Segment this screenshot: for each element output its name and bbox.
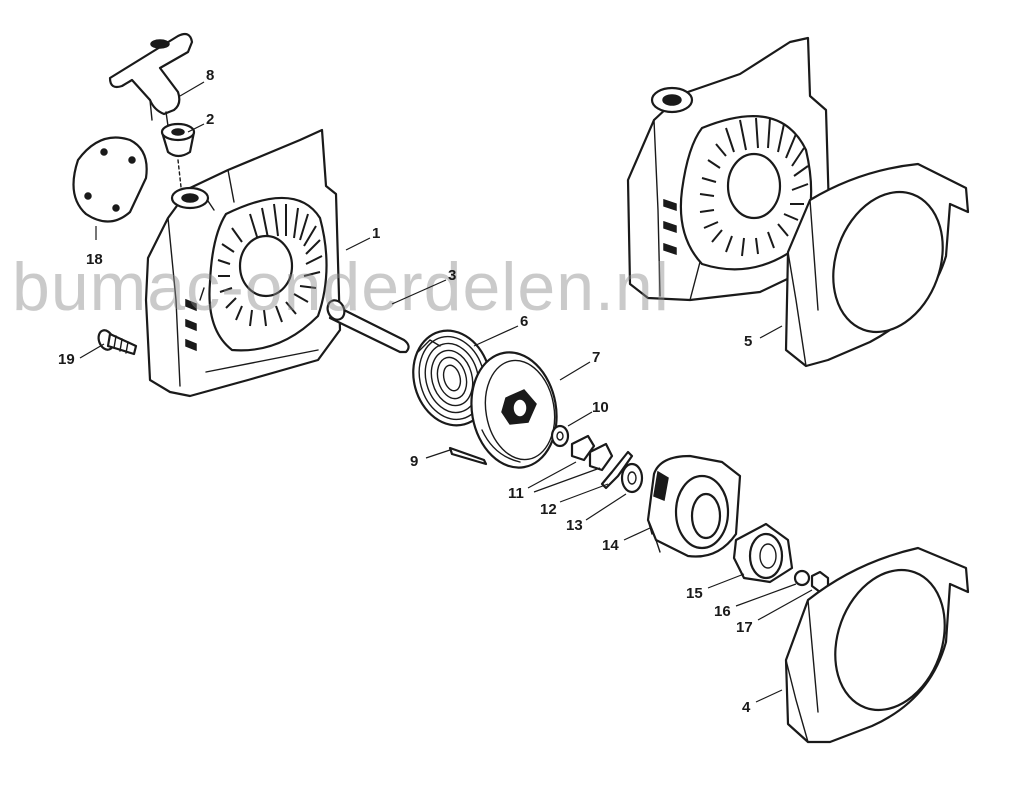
callout-11: 11 <box>508 485 524 502</box>
callout-15: 15 <box>686 585 703 602</box>
callout-5: 5 <box>744 333 752 350</box>
rope-rotor-drawing <box>470 351 558 469</box>
callout-16: 16 <box>714 603 731 620</box>
fan-housing-drawing <box>144 128 342 398</box>
callout-17: 17 <box>736 619 753 636</box>
rope-guide-drawing <box>160 122 196 158</box>
starter-grip-drawing <box>108 32 194 127</box>
leader-lines <box>79 81 813 703</box>
callout-18: 18 <box>86 251 103 268</box>
callout-7: 7 <box>592 349 600 366</box>
callout-19: 19 <box>58 351 75 368</box>
watermark-text: bumac-onderdelen.nl <box>12 249 670 325</box>
callout-13: 13 <box>566 517 583 534</box>
callout-8: 8 <box>206 67 214 84</box>
callout-14: 14 <box>602 537 619 554</box>
starter-cup-drawing <box>646 454 742 558</box>
spring-end-drawing <box>448 446 488 466</box>
hub-drawing <box>732 522 794 584</box>
spring-clip-drawing <box>600 450 634 490</box>
thrust-washer-drawing <box>620 462 644 494</box>
callouts: 8 2 18 1 3 6 7 10 9 11 12 13 14 15 16 17… <box>58 67 753 716</box>
callout-2: 2 <box>206 111 214 128</box>
shaft-pin-drawing <box>326 299 410 354</box>
cover-plate-drawing <box>72 136 148 223</box>
callout-12: 12 <box>540 501 557 518</box>
fan-housing-alt-drawing <box>626 36 832 302</box>
callout-10: 10 <box>592 399 609 416</box>
callout-1: 1 <box>372 225 380 242</box>
washer-small-drawing <box>550 424 570 448</box>
washer-16-drawing <box>793 569 811 587</box>
pawls-drawing <box>570 434 614 472</box>
fan-shroud-lower-drawing <box>784 546 970 744</box>
screw-drawing <box>97 329 138 356</box>
callout-6: 6 <box>520 313 528 330</box>
callout-4: 4 <box>742 699 751 716</box>
fan-shroud-upper-drawing <box>784 162 970 368</box>
callout-3: 3 <box>448 267 456 284</box>
callout-9: 9 <box>410 453 418 470</box>
